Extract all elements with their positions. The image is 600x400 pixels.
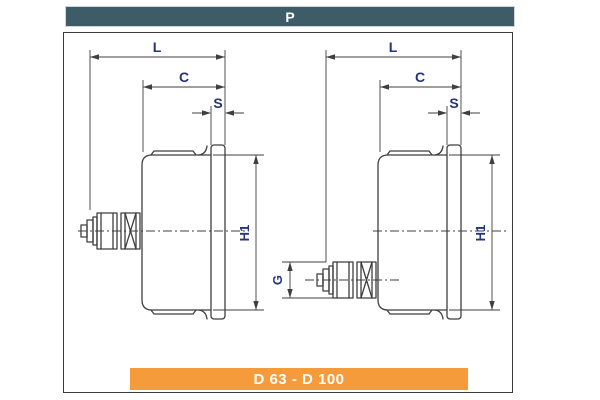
centerline-axis (305, 230, 507, 281)
gauge-case-outline (377, 144, 462, 320)
gauge-view-lower-back: L C S H1 G (270, 39, 507, 320)
dim-label-s: S (449, 95, 458, 111)
dimension-lines (89, 50, 264, 311)
connection-fitting (316, 261, 377, 299)
dim-label-g: G (270, 275, 285, 285)
model-range-label: D 63 - D 100 (253, 370, 345, 388)
dim-label-h1: H1 (473, 225, 488, 242)
dim-label-s: S (213, 95, 222, 111)
dimension-labels: L C S H1 G (270, 39, 488, 285)
dim-label-c: C (179, 69, 189, 85)
connection-fitting (80, 212, 141, 250)
dim-label-l: L (389, 39, 398, 55)
gauge-case-outline (141, 144, 226, 320)
dimension-labels: L C S H1 (153, 39, 252, 241)
gauge-view-center-back: L C S H1 (78, 39, 264, 320)
dimension-lines (282, 50, 500, 311)
model-range-banner: D 63 - D 100 (130, 368, 468, 390)
section-title: P (285, 8, 295, 25)
dim-label-c: C (415, 69, 425, 85)
dim-label-h1: H1 (237, 225, 252, 242)
section-header-bar: P (65, 6, 515, 27)
dim-label-l: L (153, 39, 162, 55)
